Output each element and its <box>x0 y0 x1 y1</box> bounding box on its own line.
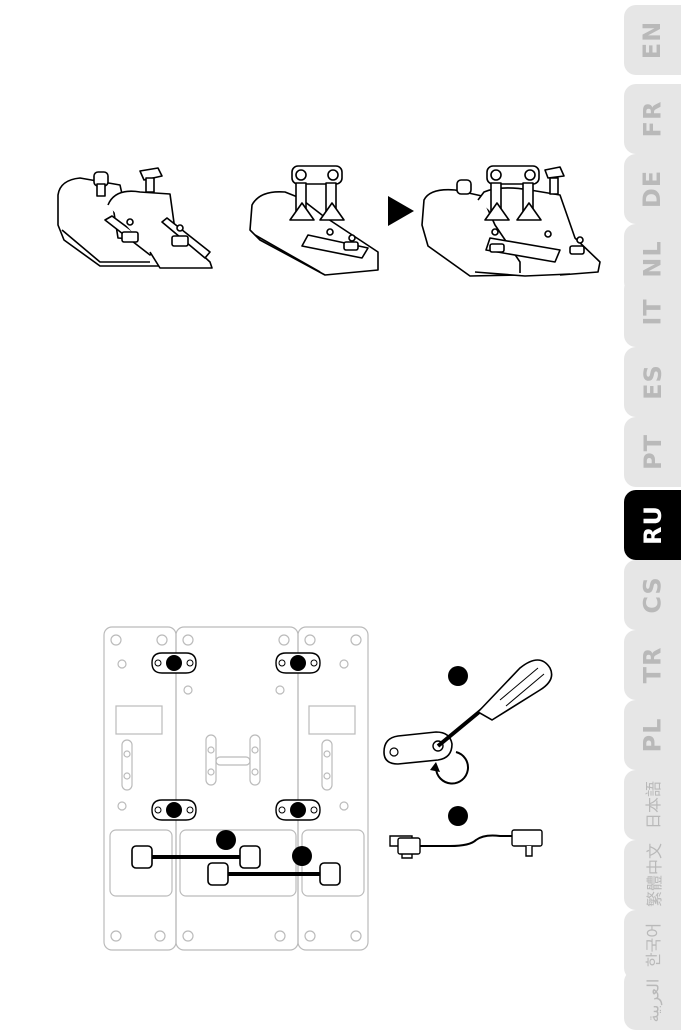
screwdriver-icon <box>384 660 552 783</box>
tab-de[interactable]: DE <box>624 154 681 224</box>
tab-ar[interactable]: العربية <box>624 970 681 1030</box>
tab-tr[interactable]: TR <box>624 630 681 700</box>
tab-pl[interactable]: PL <box>624 700 681 770</box>
illustrations <box>0 0 620 1020</box>
screw-points <box>152 653 320 820</box>
plate-cables <box>132 830 340 885</box>
side-modules-illustration <box>58 168 212 268</box>
tab-cs[interactable]: CS <box>624 560 681 630</box>
tab-it[interactable]: IT <box>624 277 681 347</box>
language-tabs: EN FR DE NL IT ES PT RU CS TR PL 日本語 繁體中… <box>624 0 681 1020</box>
right-triangle-arrow-icon <box>388 196 414 226</box>
tab-es[interactable]: ES <box>624 347 681 417</box>
connector-cable-icon <box>390 806 542 858</box>
tab-zh[interactable]: 繁體中文 <box>624 840 681 910</box>
tab-ja[interactable]: 日本語 <box>624 770 681 840</box>
tab-en[interactable]: EN <box>624 5 681 75</box>
base-throttle-illustration <box>250 166 378 275</box>
combined-throttle-illustration <box>422 166 600 276</box>
tab-pt[interactable]: PT <box>624 417 681 487</box>
base-plate-bottom-view <box>104 627 368 950</box>
tab-ru[interactable]: RU <box>624 490 681 560</box>
tab-fr[interactable]: FR <box>624 84 681 154</box>
